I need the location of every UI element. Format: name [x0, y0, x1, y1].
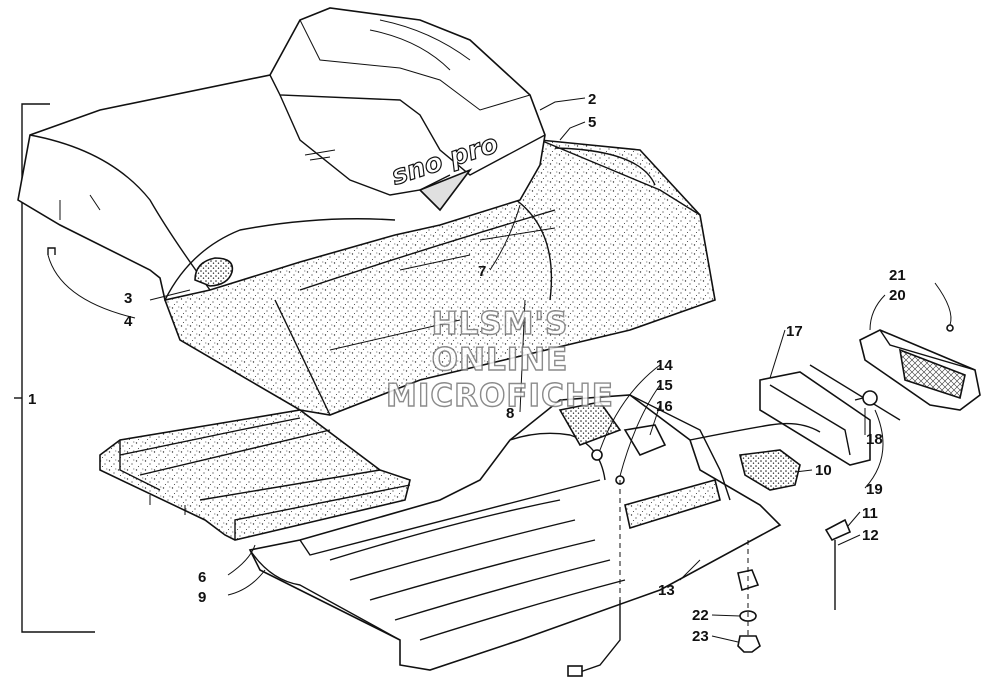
tail-section — [248, 394, 782, 677]
callout-3: 3 — [124, 290, 132, 307]
bracket-icon — [623, 424, 667, 456]
callout-11: 11 — [862, 505, 878, 522]
seat-clip-icon — [47, 247, 56, 255]
callout-18: 18 — [866, 431, 883, 448]
taillight-lens — [859, 329, 981, 411]
callout-19: 19 — [866, 481, 883, 498]
watermark-line-3: MICROFICHE — [386, 378, 614, 414]
callout-9: 9 — [198, 589, 206, 606]
callout-6: 6 — [198, 569, 206, 586]
logo-swoosh-icon — [418, 168, 473, 212]
callout-labels: 1 2 3 4 5 6 7 8 9 10 11 12 13 14 15 16 1… — [28, 91, 906, 645]
callout-13: 13 — [658, 582, 675, 599]
callout-23: 23 — [692, 628, 709, 645]
callout-2: 2 — [588, 91, 596, 108]
callout-8: 8 — [506, 405, 514, 422]
hex-nut-icon — [737, 635, 761, 653]
leader-lines — [47, 97, 952, 643]
callout-10: 10 — [815, 462, 832, 479]
assembly-bracket — [14, 103, 95, 633]
callout-5: 5 — [588, 114, 596, 131]
seat-cushion: sno pro — [17, 7, 546, 301]
foam-block — [739, 449, 801, 491]
callout-16: 16 — [656, 398, 673, 415]
callout-15: 15 — [656, 377, 673, 394]
callout-4: 4 — [124, 313, 133, 330]
watermark-line-1: HLSM'S — [432, 306, 569, 342]
callout-21: 21 — [889, 267, 906, 284]
callout-1: 1 — [28, 391, 36, 408]
foam-pad-assembly — [99, 409, 411, 541]
tie-clip-icon — [824, 518, 852, 542]
callout-7: 7 — [478, 263, 486, 280]
callout-22: 22 — [692, 607, 709, 624]
callout-14: 14 — [656, 357, 673, 374]
callout-17: 17 — [786, 323, 803, 340]
screw-icon — [946, 324, 954, 332]
callout-12: 12 — [862, 527, 879, 544]
watermark-line-2: ONLINE — [432, 342, 569, 378]
nut-icon — [591, 449, 603, 461]
callout-20: 20 — [889, 287, 906, 304]
watermark: HLSM'S ONLINE MICROFICHE — [385, 305, 614, 414]
tail-reflector — [624, 479, 721, 530]
wire-connector-icon — [567, 665, 583, 677]
taillight-housing — [689, 364, 901, 466]
taillight-bulb — [854, 390, 878, 406]
